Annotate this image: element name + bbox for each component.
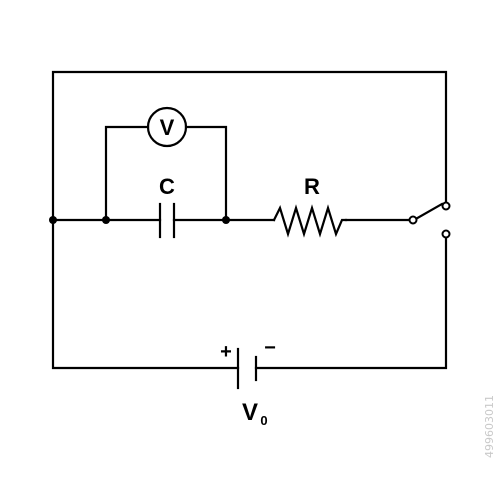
resistor-label: R (304, 174, 320, 199)
wire-bottom-loop (254, 230, 448, 370)
battery-negative-sign: − (264, 337, 276, 359)
wire-voltmeter-right (184, 125, 228, 222)
voltmeter-label: V (160, 115, 175, 140)
battery-label-subscript: 0 (260, 413, 267, 428)
battery-label: V (242, 399, 258, 426)
resistor-symbol (272, 204, 348, 238)
capacitor-label: C (159, 174, 175, 199)
switch-contact-bottom (441, 229, 451, 239)
switch-contact-left (408, 215, 418, 225)
watermark-id: 499603011 (483, 395, 496, 458)
junction-dot-voltmeter-left (102, 216, 110, 224)
battery-positive-sign: + (220, 341, 232, 363)
wire-bottom-left (51, 218, 240, 370)
junction-dot-left (49, 216, 57, 224)
switch-arm (412, 202, 444, 222)
voltmeter-symbol (146, 106, 188, 148)
junction-dot-voltmeter-right (222, 216, 230, 224)
wire-outer-loop (51, 70, 448, 222)
wire-voltmeter-left (104, 125, 150, 222)
switch-contact-top (441, 201, 451, 211)
